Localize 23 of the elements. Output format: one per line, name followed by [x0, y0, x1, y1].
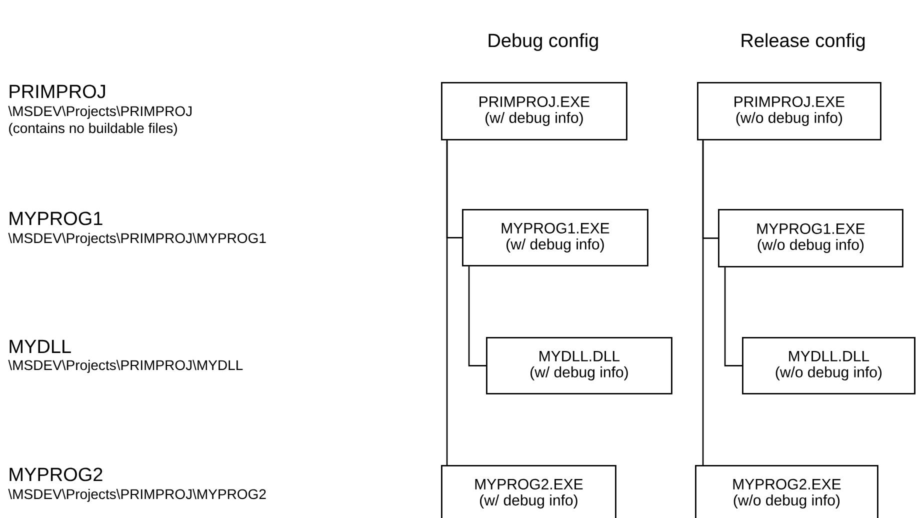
- project-path: \MSDEV\Projects\PRIMPROJ\MYPROG2: [8, 488, 266, 502]
- project-path: \MSDEV\Projects\PRIMPROJ\MYPROG1: [8, 232, 266, 246]
- file-box: MYDLL.DLL (w/o debug info): [742, 336, 916, 394]
- connector-line: [446, 140, 448, 465]
- connector-line: [702, 140, 704, 465]
- file-box: PRIMPROJ.EXE (w/o debug info): [697, 82, 882, 140]
- project-name: MYDLL: [10, 340, 71, 353]
- project-name: MYPROG1: [10, 212, 102, 226]
- column-heading: Debug config: [488, 33, 598, 51]
- column-heading: Release config: [742, 33, 865, 51]
- note: (contains no buildable files): [9, 122, 177, 136]
- file-box: PRIMPROJ.EXE (w/ debug info): [441, 82, 628, 140]
- file-box: MYDLL.DLL (w/ debug info): [486, 336, 672, 394]
- file-box: MYPROG2.EXE (w/o debug info): [695, 464, 878, 518]
- file-box: MYPROG1.EXE (w/ debug info): [462, 208, 648, 266]
- connector-line: [468, 266, 486, 366]
- project-path: \MSDEV\Projects\PRIMPROJ: [8, 106, 192, 119]
- file-box: MYPROG2.EXE (w/ debug info): [441, 464, 616, 518]
- project-name: MYPROG2: [10, 468, 102, 482]
- file-box: MYPROG1.EXE (w/o debug info): [718, 208, 904, 268]
- project-name: PRIMPROJ: [10, 84, 105, 98]
- project-path: \MSDEV\Projects\PRIMPROJ\MYDLL: [8, 360, 243, 373]
- connector-line: [724, 267, 742, 366]
